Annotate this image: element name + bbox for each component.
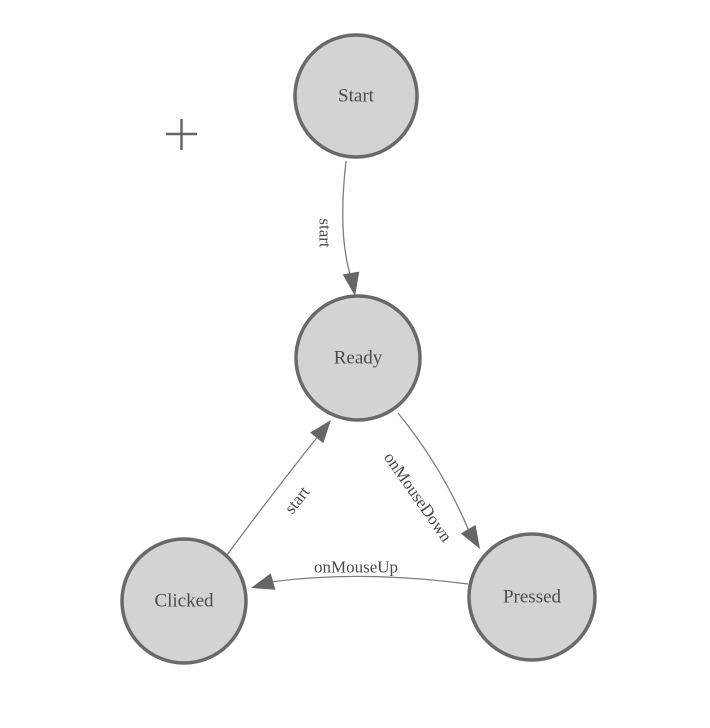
edge-label: start <box>281 482 314 517</box>
edge-ready-to-pressed[interactable]: onMouseDown <box>380 412 480 549</box>
state-node-clicked[interactable]: Clicked <box>120 537 248 665</box>
edge-clicked-to-ready[interactable]: start <box>226 420 331 556</box>
state-node-start[interactable]: Start <box>293 33 419 159</box>
state-node-ready[interactable]: Ready <box>294 294 422 422</box>
plus-icon <box>166 119 197 150</box>
arrowhead-icon <box>310 420 331 444</box>
node-label: Start <box>338 86 375 107</box>
edge-label: start <box>316 218 335 248</box>
edge-label: onMouseDown <box>380 449 456 546</box>
node-label: Clicked <box>154 591 214 612</box>
edge-pressed-to-clicked[interactable]: onMouseUp <box>251 558 469 590</box>
node-label: Ready <box>334 348 383 369</box>
arrowhead-icon <box>460 524 480 549</box>
arrowhead-icon <box>342 271 360 296</box>
state-node-pressed[interactable]: Pressed <box>467 532 597 662</box>
arrowhead-icon <box>251 573 276 590</box>
node-label: Pressed <box>503 587 562 608</box>
edge-start-to-ready[interactable]: start <box>316 160 360 296</box>
edge-label: onMouseUp <box>314 558 398 577</box>
